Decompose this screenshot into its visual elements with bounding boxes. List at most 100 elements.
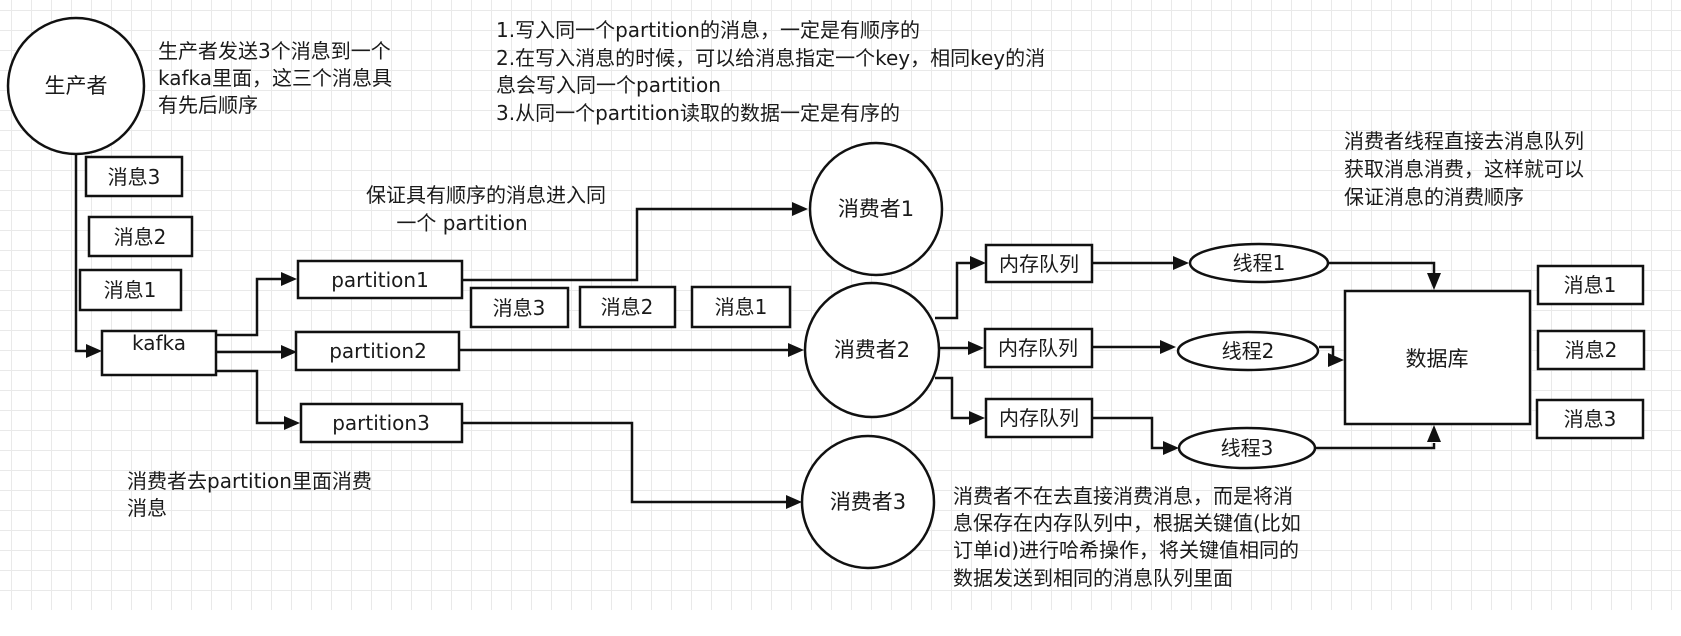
thread1-ellipse [1188, 242, 1330, 284]
edge-kafka-partition3 [214, 369, 285, 425]
arrowhead-partition2-consumer2 [788, 343, 804, 357]
memory-queue2-label: 内存队列 [998, 336, 1078, 360]
producer-message-label: 消息3 [108, 165, 161, 189]
arrowhead-partition1-consumer1 [792, 202, 808, 216]
note-line: 消费者去partition里面消费 [127, 469, 372, 493]
arrowhead-kafka-partition3 [284, 416, 300, 430]
arrowhead-kafka-partition1 [281, 272, 297, 286]
partition1-box [296, 259, 464, 300]
partition-message-box [578, 285, 677, 329]
memory-queue3-box [984, 397, 1094, 439]
arrowhead-thread3-database [1427, 425, 1441, 442]
db-message-label: 消息3 [1564, 407, 1617, 431]
thread3-label: 线程3 [1221, 436, 1274, 460]
memory-queue1-box [984, 243, 1094, 284]
note-line: 3.从同一个partition读取的数据一定是有序的 [496, 101, 900, 125]
partition-message-label: 消息3 [493, 296, 546, 320]
note-line: 获取消息消费，这样就可以 [1344, 157, 1584, 181]
arrowhead-partition3-consumer3 [786, 495, 802, 509]
memory-queue2-box [983, 327, 1094, 369]
producer-node: 生产者 [6, 16, 146, 156]
thread2-ellipse [1176, 330, 1320, 372]
partition2-label: partition2 [329, 339, 427, 363]
producer-message-label: 消息1 [104, 278, 157, 302]
note-line: 息保存在内存队列中，根据关键值(比如 [953, 511, 1301, 535]
producer-message-box [78, 268, 183, 312]
database-label: 数据库 [1406, 347, 1469, 371]
note-line: 1.写入同一个partition的消息，一定是有顺序的 [496, 18, 920, 42]
consumer3-circle [800, 434, 936, 570]
memory-queue3-label: 内存队列 [999, 406, 1079, 430]
db-message-label: 消息1 [1564, 273, 1617, 297]
arrowhead-queue2-thread2 [1160, 340, 1176, 354]
database-box [1343, 289, 1532, 426]
consumer2-circle [803, 281, 941, 419]
note-line: 数据发送到相同的消息队列里面 [953, 566, 1233, 590]
hash-note: 消费者不在去直接消费消息，而是将消 息保存在内存队列中，根据关键值(比如 订单i… [953, 484, 1301, 590]
edge-consumer2-queue1 [935, 261, 971, 320]
memory-queue-nodes: 内存队列 内存队列 内存队列 [983, 243, 1094, 439]
kafka-node: kafka [100, 329, 218, 377]
arrowhead-consumer2-queue2 [968, 341, 984, 355]
thread3-ellipse [1177, 426, 1317, 470]
producer-message-label: 消息2 [114, 225, 167, 249]
note-line: 2.在写入消息的时候，可以给消息指定一个key，相同key的消 [496, 46, 1045, 70]
kafka-label: kafka [132, 331, 186, 355]
consumer3-label: 消费者3 [830, 490, 906, 514]
edge-thread3-database [1315, 443, 1436, 450]
database-node: 数据库 [1343, 289, 1532, 426]
note-line: 消费者线程直接去消息队列 [1344, 129, 1584, 153]
arrowhead-thread2-database [1328, 353, 1344, 367]
arrowhead-kafka-partition2 [281, 345, 297, 359]
producer-message-stack: 消息3 消息2 消息1 [78, 155, 194, 312]
consumer-nodes: 消费者1 消费者2 消费者3 [800, 141, 944, 570]
db-message-label: 消息2 [1565, 338, 1618, 362]
connectors [74, 152, 1441, 509]
consumer2-label: 消费者2 [834, 338, 910, 362]
producer-message-box [84, 155, 184, 198]
partition-message-row: 消息3 消息2 消息1 [469, 285, 792, 329]
kafka-box [100, 329, 218, 377]
note-line: 订单id)进行哈希操作，将关键值相同的 [953, 538, 1299, 562]
thread-note: 消费者线程直接去消息队列 获取消息消费，这样就可以 保证消息的消费顺序 [1344, 129, 1584, 209]
note-line: 有先后顺序 [158, 93, 258, 117]
note-line: 消息 [127, 496, 167, 520]
note-line: 息会写入同一个partition [496, 73, 721, 97]
consumer1-label: 消费者1 [838, 197, 914, 221]
note-line: 生产者发送3个消息到一个 [158, 39, 391, 63]
partition3-box [299, 402, 464, 444]
partition-nodes: partition1 partition2 partition3 [294, 259, 464, 444]
database-message-stack: 消息1 消息2 消息3 [1535, 264, 1646, 440]
same-partition-note: 保证具有顺序的消息进入同 一个 partition [366, 183, 606, 235]
partition2-box [294, 330, 461, 372]
arrowhead-queue1-thread1 [1173, 256, 1189, 270]
db-message-box [1536, 264, 1645, 306]
edge-kafka-partition1 [214, 277, 282, 337]
memory-queue1-label: 内存队列 [999, 252, 1079, 276]
ordering-rules-note: 1.写入同一个partition的消息，一定是有顺序的 2.在写入消息的时候，可… [496, 18, 1045, 125]
note-line: 一个 partition [396, 211, 527, 235]
arrowhead-queue3-thread3 [1163, 441, 1179, 455]
edge-partition3-consumer3 [462, 421, 787, 504]
note-line: 保证消息的消费顺序 [1344, 185, 1524, 209]
partition3-label: partition3 [332, 411, 430, 435]
partition-message-box [690, 285, 792, 329]
arrowhead-consumer2-queue1 [970, 256, 986, 270]
partition-message-label: 消息1 [715, 295, 768, 319]
consume-note: 消费者去partition里面消费 消息 [127, 469, 372, 520]
edge-partition1-consumer1 [462, 207, 793, 282]
arrowhead-thread1-database [1427, 273, 1441, 290]
edge-thread1-database [1328, 261, 1436, 274]
db-message-box [1536, 329, 1646, 371]
bottom-blank-area [0, 610, 1681, 636]
producer-message-box [87, 215, 194, 258]
thread-nodes: 线程1 线程2 线程3 [1176, 242, 1330, 470]
partition-message-box [469, 286, 570, 329]
producer-circle [6, 16, 146, 156]
producer-label: 生产者 [45, 74, 108, 98]
note-line: kafka里面，这三个消息具 [158, 66, 392, 90]
thread1-label: 线程1 [1233, 251, 1286, 275]
arrowhead-consumer2-queue3 [969, 411, 985, 425]
partition-message-label: 消息2 [601, 295, 654, 319]
